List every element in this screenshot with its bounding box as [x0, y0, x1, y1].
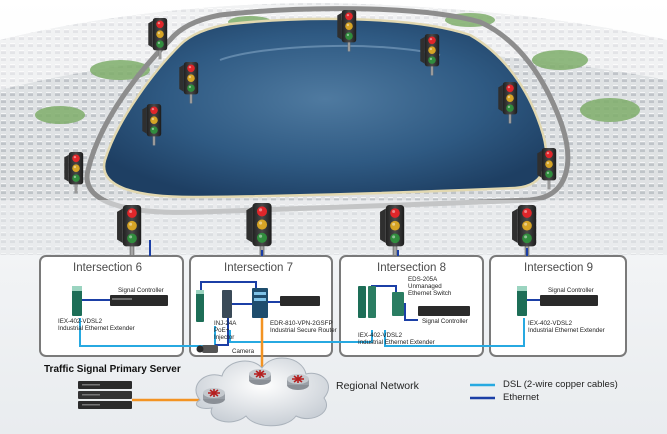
ring-road [84, 6, 571, 215]
inj-poe-label: PoE+ [214, 327, 230, 334]
signal-controller-8-label: Signal Controller [422, 318, 468, 325]
edr-desc-label: Industrial Secure Router [270, 327, 337, 334]
traffic-lights [64, 10, 557, 263]
iex-9-model-label: IEX-402-VDSL2 [528, 320, 573, 327]
traffic-light [337, 10, 357, 52]
traffic-light [246, 203, 272, 263]
signal-controller-6 [110, 295, 168, 306]
eds-model-label: EDS-205A [408, 276, 438, 283]
server-title: Traffic Signal Primary Server [44, 364, 181, 375]
signal-controller-9 [540, 295, 598, 306]
iex-9-desc-label: Industrial Ethernet Extender [528, 327, 605, 334]
router-icon [287, 374, 309, 390]
iex-6-model-label: IEX-402-VDSL2 [58, 318, 103, 325]
camera-label: Camera [232, 348, 255, 355]
iex-extender-8 [358, 286, 376, 318]
edr-router [252, 288, 268, 318]
eds-unmanaged-label: Unmanaged [408, 283, 442, 290]
traffic-light [420, 34, 440, 76]
intersection-9-title: Intersection 9 [524, 262, 594, 274]
signal-controller-7 [280, 296, 320, 306]
dsl-link-8-9 [384, 318, 525, 347]
traffic-light [498, 82, 518, 124]
router-icon [249, 369, 271, 385]
dsl-cables [79, 318, 525, 347]
eth-7d [215, 316, 229, 346]
eds-desc-label: Ethernet Switch [408, 290, 452, 297]
router-icon [203, 388, 225, 404]
intersection-6-title: Intersection 6 [73, 262, 143, 274]
edr-model-label: EDR-810-VPN-2GSFP [270, 320, 333, 327]
inj-desc-label: Injector [214, 334, 235, 341]
traffic-light [148, 18, 168, 60]
dsl-link-7-8 [229, 330, 373, 343]
dsl-link-6-7 [79, 318, 216, 347]
traffic-light [380, 205, 405, 263]
shoreline [102, 17, 548, 199]
server-rack [78, 381, 132, 409]
eds-switch [392, 292, 404, 316]
traffic-light [179, 62, 199, 104]
iex-8-model-label: IEX-402-VDSL2 [358, 332, 403, 339]
legend-ethernet-label: Ethernet [503, 392, 539, 403]
eth-8b [404, 303, 418, 321]
traffic-light [64, 152, 84, 194]
iex-8-desc-label: Industrial Ethernet Extender [358, 339, 435, 346]
intersection-8-title: Intersection 8 [377, 262, 447, 274]
signal-controller-8 [418, 306, 470, 316]
inj-model-label: INJ-24A [214, 320, 237, 327]
intersection-8-box [339, 255, 484, 357]
iex-extender-6 [72, 286, 82, 316]
intersection-7-title: Intersection 7 [224, 262, 294, 274]
signal-controller-6-label: Signal Controller [118, 287, 164, 294]
regional-network-label: Regional Network [336, 380, 419, 392]
traffic-light [142, 104, 162, 146]
devices [72, 286, 598, 409]
routers [203, 369, 309, 404]
iex-6-desc-label: Industrial Ethernet Extender [58, 325, 135, 332]
poe-injector [222, 290, 232, 318]
signal-controller-9-label: Signal Controller [548, 287, 594, 294]
city-fade [0, 200, 667, 260]
traffic-light [537, 148, 557, 190]
legend-dsl-label: DSL (2-wire copper cables) [503, 379, 618, 390]
iex-extender-9 [517, 286, 527, 316]
lake-highlight [219, 44, 441, 61]
camera [196, 345, 218, 353]
traffic-light [117, 205, 142, 263]
inj-injector [196, 290, 204, 322]
